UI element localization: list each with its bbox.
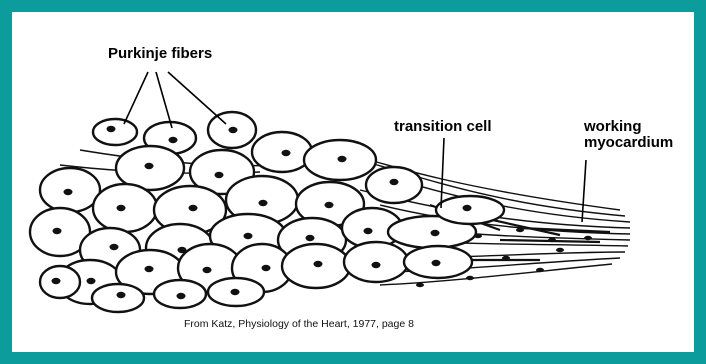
cell-nucleus	[203, 267, 212, 273]
cell-nucleus	[229, 127, 238, 133]
myocardium-label: myocardium	[584, 134, 673, 151]
purkinje-cell	[208, 278, 264, 306]
purkinje-cell	[92, 284, 144, 312]
purkinje-cell	[252, 132, 312, 172]
fiber-nucleus	[466, 276, 474, 280]
cell-nucleus	[145, 266, 154, 272]
cell-nucleus	[87, 278, 96, 284]
cell-nucleus	[364, 228, 373, 234]
myocardium-pointer-line	[582, 160, 586, 222]
cell-nucleus	[244, 233, 253, 239]
cell-nucleus	[117, 292, 126, 298]
cell-nucleus	[431, 230, 440, 236]
transition-cell-label: transition cell	[394, 118, 492, 135]
transition-pointer-line	[441, 138, 444, 208]
cell-nucleus	[117, 205, 126, 211]
cell-nucleus	[107, 126, 116, 132]
purkinje-cell	[282, 244, 350, 288]
fiber-nucleus	[584, 236, 592, 240]
cell-nucleus	[215, 172, 224, 178]
cell-nucleus	[372, 262, 381, 268]
cell-nucleus	[325, 202, 334, 208]
purkinje-cell	[93, 184, 157, 232]
fiber-nucleus	[536, 268, 544, 272]
cell-nucleus	[231, 289, 240, 295]
purkinje-pointer-line-2	[156, 72, 172, 128]
cell-nucleus	[282, 150, 291, 156]
purkinje-cell	[208, 112, 256, 148]
purkinje-cell	[304, 140, 376, 180]
purkinje-cell	[404, 246, 472, 278]
purkinje-pointer-line-3	[168, 72, 226, 124]
cell-nucleus	[64, 189, 73, 195]
cell-nucleus	[432, 260, 441, 266]
purkinje-cell	[154, 280, 206, 308]
cell-nucleus	[177, 293, 186, 299]
cell-nucleus	[306, 235, 315, 241]
cell-nucleus	[169, 137, 178, 143]
cell-nucleus	[53, 228, 62, 234]
purkinje-cell	[40, 266, 80, 298]
cell-nucleus	[52, 278, 61, 284]
source-caption: From Katz, Physiology of the Heart, 1977…	[184, 318, 414, 330]
fiber-nucleus	[474, 234, 482, 238]
purkinje-cell	[436, 196, 504, 224]
cell-nucleus	[262, 265, 271, 271]
cell-nucleus	[110, 244, 119, 250]
cell-nucleus	[259, 200, 268, 206]
purkinje-cells	[30, 112, 592, 312]
fiber-nucleus	[502, 256, 510, 260]
working-label: working	[584, 118, 642, 135]
purkinje-cell	[40, 168, 100, 212]
purkinje-cell	[344, 242, 408, 282]
fiber-nucleus	[548, 238, 556, 242]
fiber-nucleus	[516, 228, 524, 232]
purkinje-pointer-line-1	[124, 72, 148, 124]
cell-nucleus	[463, 205, 472, 211]
fiber-nucleus	[416, 283, 424, 287]
purkinje-cell	[366, 167, 422, 203]
cell-nucleus	[314, 261, 323, 267]
purkinje-cell	[93, 119, 137, 145]
purkinje-fibers-label: Purkinje fibers	[108, 45, 212, 62]
cell-nucleus	[145, 163, 154, 169]
fiber-nucleus	[556, 248, 564, 252]
cell-nucleus	[189, 205, 198, 211]
cell-nucleus	[390, 179, 399, 185]
cell-nucleus	[338, 156, 347, 162]
